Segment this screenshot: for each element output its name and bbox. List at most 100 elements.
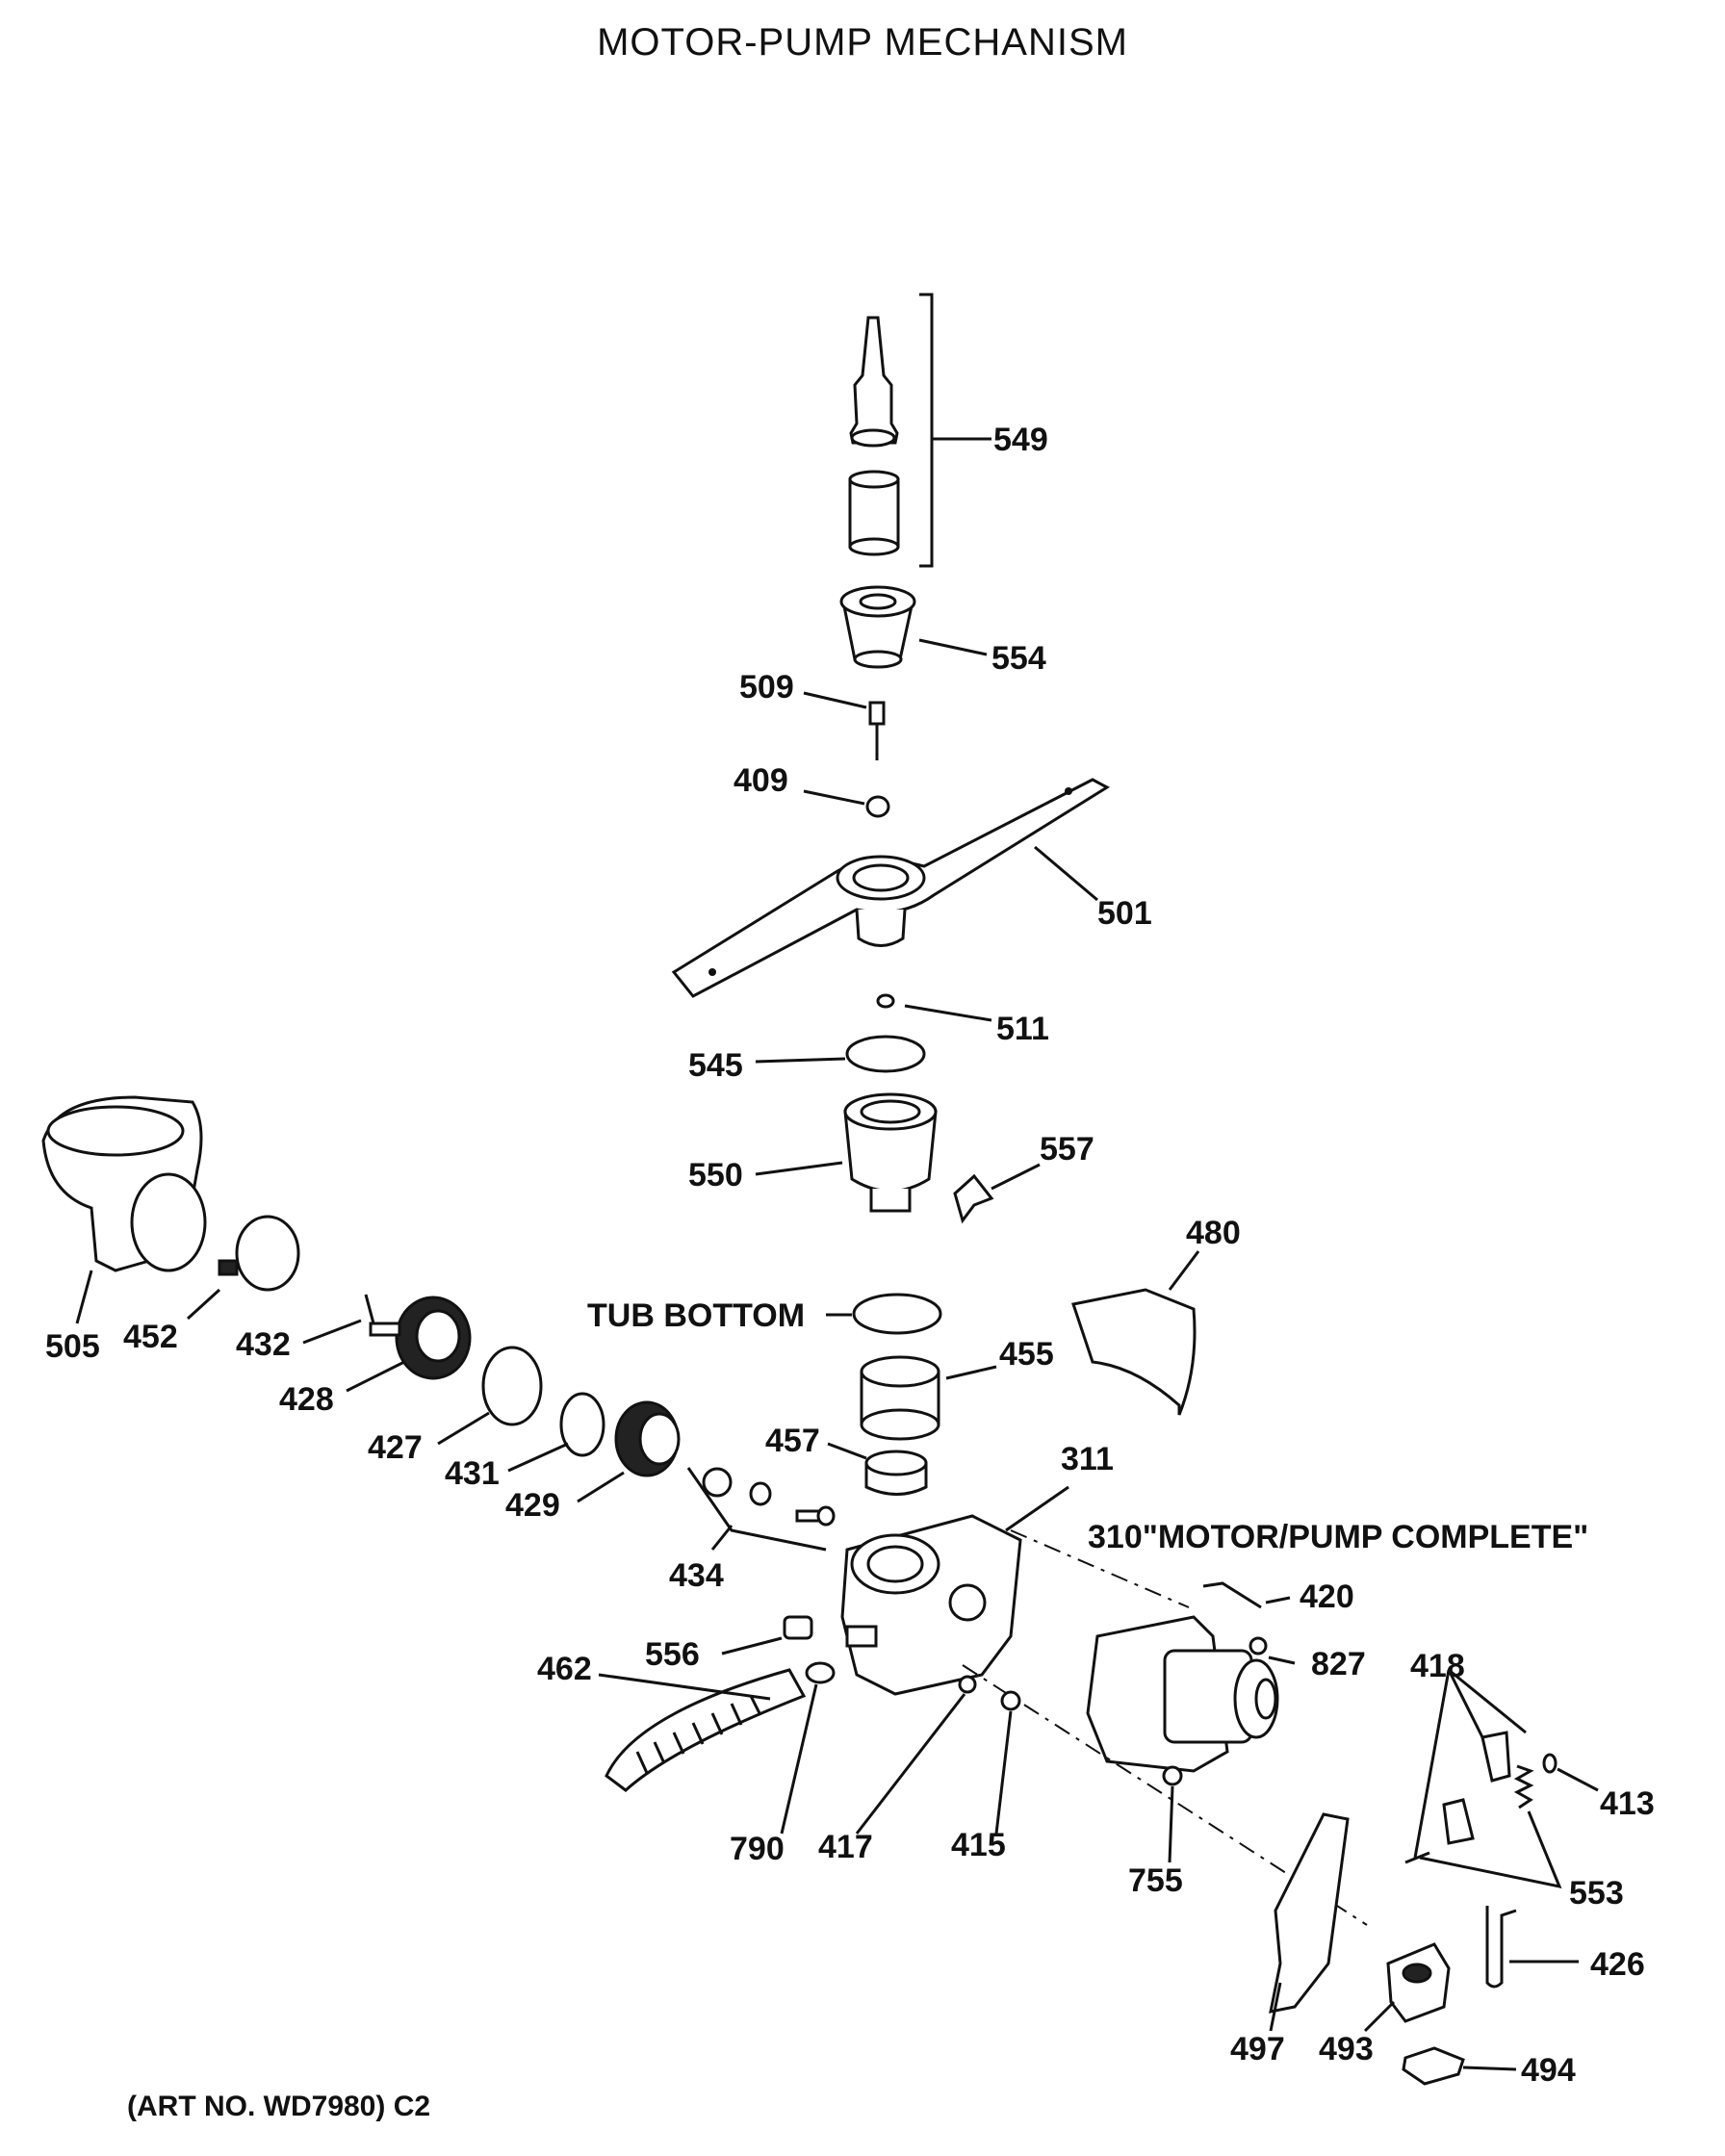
label-494: 494 (1521, 2052, 1576, 2089)
label-409: 409 (734, 762, 788, 799)
part-409-nut (865, 795, 890, 818)
part-427-ring (481, 1346, 543, 1426)
label-462: 462 (537, 1651, 592, 1687)
label-509: 509 (739, 669, 794, 706)
leader-413 (1557, 1767, 1599, 1792)
leader-417 (855, 1693, 966, 1835)
label-457: 457 (765, 1423, 820, 1459)
part-310-motor (1086, 1615, 1279, 1773)
leader-429 (577, 1471, 625, 1503)
part-418-brackets (1404, 1731, 1511, 1864)
label-432: 432 (236, 1326, 291, 1363)
leader-790 (780, 1683, 818, 1835)
part-554-wash-arm-hub (839, 585, 916, 669)
label-550: 550 (688, 1157, 743, 1194)
leader-434 (710, 1525, 734, 1551)
bracket-434 (686, 1467, 827, 1552)
tub-bottom-gasket (852, 1293, 942, 1335)
leader-827 (1268, 1656, 1296, 1665)
label-434: 434 (669, 1557, 724, 1594)
label-505: 505 (45, 1328, 100, 1365)
label-311: 311 (1061, 1441, 1114, 1477)
leader-452 (186, 1288, 221, 1321)
part-790-clip (805, 1661, 836, 1684)
label-557: 557 (1040, 1131, 1094, 1168)
leader-462 (598, 1673, 771, 1701)
label-497: 497 (1230, 2031, 1285, 2067)
label-493: 493 (1319, 2031, 1374, 2067)
part-497-mounting-bracket (1269, 1812, 1350, 2014)
leader-755 (1168, 1785, 1174, 1863)
part-827-screw (1249, 1636, 1268, 1656)
leader-427 (437, 1411, 490, 1446)
leader-550 (755, 1161, 843, 1176)
part-550-housing (843, 1092, 938, 1213)
part-413-clip (1542, 1753, 1558, 1774)
part-462-drain-hose (605, 1668, 807, 1792)
label-418: 418 (1410, 1648, 1465, 1684)
leader-431 (507, 1442, 569, 1473)
part-417-washer (958, 1675, 977, 1694)
leader-311 (1005, 1485, 1069, 1532)
part-556-plug (783, 1615, 813, 1640)
part-493-solenoid (1386, 1942, 1451, 2023)
leader-554 (918, 638, 988, 656)
label-413: 413 (1600, 1785, 1655, 1822)
leader-494 (1462, 2066, 1517, 2071)
leader-557 (991, 1163, 1041, 1191)
leader-497 (1269, 1982, 1282, 2032)
label-545: 545 (688, 1047, 743, 1084)
label-431: 431 (445, 1455, 500, 1492)
part-557-clip (953, 1173, 994, 1224)
leader-505 (75, 1270, 93, 1324)
part-505-sump (41, 1095, 207, 1272)
part-429-cover (614, 1400, 681, 1477)
part-434-fittings (702, 1467, 836, 1527)
part-428-impeller (369, 1296, 472, 1380)
part-545-ring (845, 1035, 926, 1073)
assembly-line-motor-top (1010, 1529, 1190, 1608)
leader-420 (1265, 1596, 1291, 1604)
leader-545 (755, 1057, 846, 1064)
leader-511 (904, 1004, 992, 1022)
part-415-nut (1000, 1690, 1021, 1711)
leader-493 (1363, 2000, 1396, 2033)
leader-457 (827, 1442, 867, 1460)
leader-418-c (1448, 1668, 1527, 1734)
label-420: 420 (1300, 1578, 1354, 1615)
label-501: 501 (1097, 895, 1152, 932)
label-480: 480 (1186, 1215, 1241, 1251)
leader-480 (1168, 1250, 1200, 1291)
label-455: 455 (999, 1336, 1054, 1373)
label-827: 827 (1311, 1646, 1366, 1682)
part-311-pump-housing (840, 1514, 1022, 1696)
part-455-seal (860, 1355, 940, 1441)
part-457-clamp (864, 1450, 928, 1496)
leader-418-a (1413, 1669, 1451, 1859)
label-549: 549 (993, 422, 1048, 458)
page-title: MOTOR-PUMP MECHANISM (597, 21, 1128, 64)
leader-501 (1034, 845, 1098, 902)
leader-418-b (1447, 1669, 1484, 1738)
part-432-pin (364, 1294, 375, 1324)
leader-415 (994, 1710, 1013, 1835)
part-426-pin (1485, 1906, 1517, 1989)
label-790: 790 (730, 1831, 785, 1867)
label-554: 554 (991, 640, 1046, 677)
label-417: 417 (818, 1829, 873, 1865)
label-556: 556 (645, 1636, 700, 1673)
leader-432 (302, 1319, 362, 1345)
label-motor-pump-complete: 310"MOTOR/PUMP COMPLETE" (1088, 1519, 1588, 1555)
label-428: 428 (279, 1381, 334, 1418)
leader-409 (803, 789, 865, 806)
part-431-ring (559, 1392, 605, 1457)
part-549-wash-tube (848, 293, 934, 568)
part-494-cap (1402, 2046, 1465, 2086)
label-415: 415 (951, 1827, 1006, 1863)
part-509-screw (868, 701, 886, 760)
part-452-clamp (218, 1215, 300, 1292)
label-755: 755 (1128, 1862, 1183, 1899)
label-429: 429 (505, 1487, 560, 1524)
leader-455 (945, 1365, 997, 1380)
